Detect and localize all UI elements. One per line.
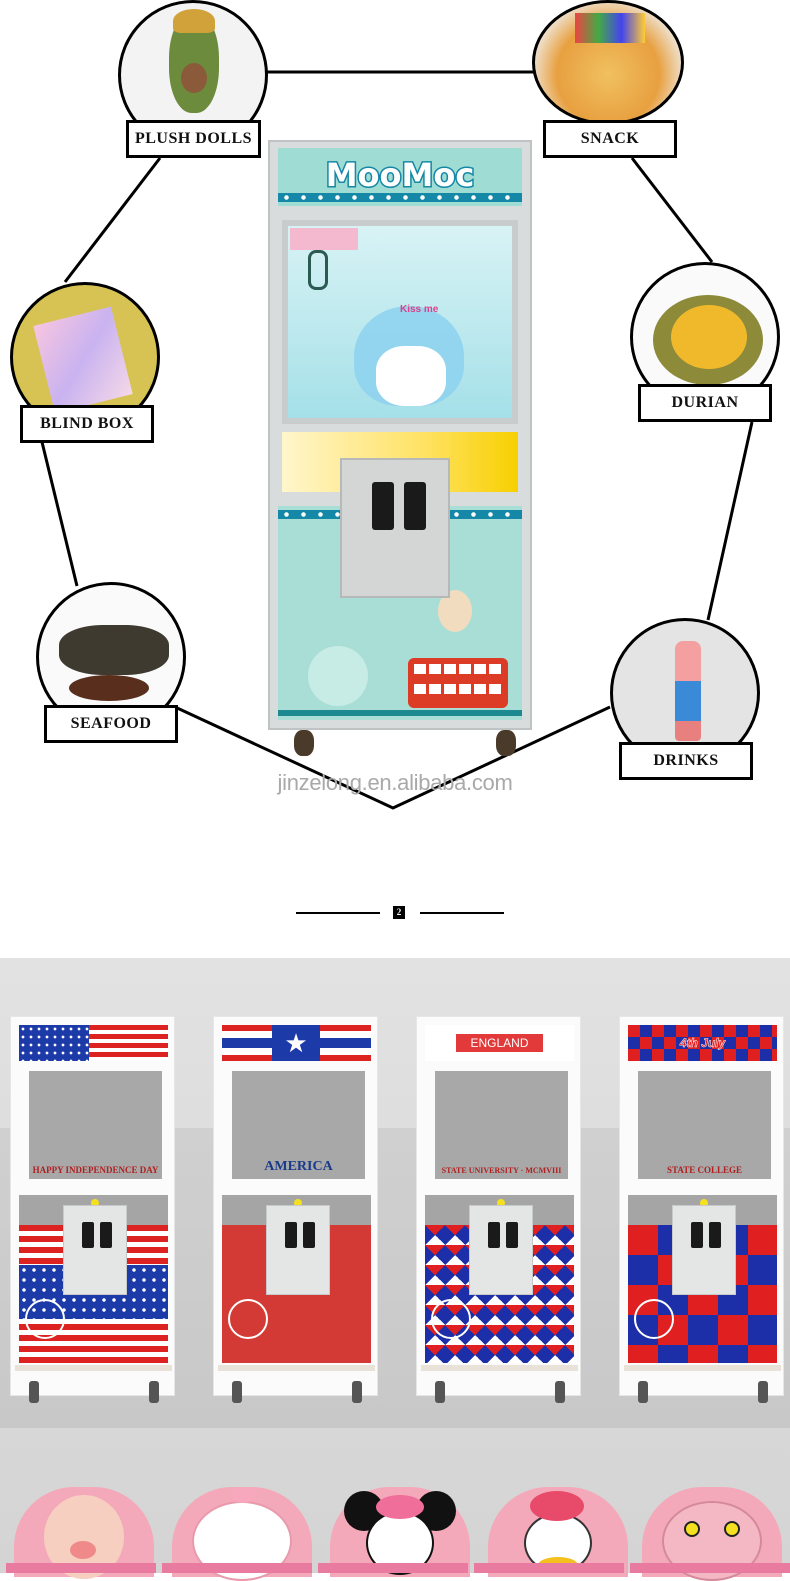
- window-text: AMERICA: [264, 1159, 333, 1174]
- bus-decal: [408, 658, 508, 708]
- window-text: STATE COLLEGE: [667, 1165, 742, 1175]
- category-label-snack: SNACK: [543, 120, 677, 158]
- window-text: STATE UNIVERSITY · MCMVIII: [441, 1166, 562, 1175]
- machine-header: MooMoc: [278, 148, 522, 206]
- caster-wheel: [496, 730, 516, 756]
- cabinet-england: ENGLAND STATE UNIVERSITY · MCMVIII: [416, 1016, 581, 1403]
- header-text: 4th July: [679, 1036, 726, 1051]
- category-label-plush-dolls: PLUSH DOLLS: [126, 120, 261, 158]
- category-label-durian: DURIAN: [638, 384, 772, 422]
- themes-panel: HAPPY INDEPENDENCE DAY ★ AMERICA ENGLAND…: [0, 958, 790, 1573]
- header-text: ENGLAND: [456, 1034, 543, 1052]
- coin-acceptor: [372, 482, 394, 530]
- caster-wheel: [294, 730, 314, 756]
- divider-line: [296, 912, 380, 914]
- brand-logo: MooMoc: [324, 155, 476, 196]
- cabinet-4th-july: 4th July STATE COLLEGE: [619, 1016, 784, 1403]
- window-text: HAPPY INDEPENDENCE DAY: [32, 1165, 159, 1175]
- category-label-drinks: DRINKS: [619, 742, 753, 780]
- coin-acceptor: [404, 482, 426, 530]
- window-sticker-text: Kiss me: [400, 304, 439, 315]
- page-number: 2: [393, 906, 405, 919]
- category-label-blind-box: BLIND BOX: [20, 405, 154, 443]
- divider-line: [420, 912, 504, 914]
- category-label-seafood: SEAFOOD: [44, 705, 178, 743]
- claw-window: Kiss me: [282, 220, 518, 424]
- watermark: jinzelong.en.alibaba.com: [277, 770, 513, 795]
- snack-image: [532, 0, 684, 125]
- coin-box: [340, 458, 450, 598]
- cabinet-independence-day: HAPPY INDEPENDENCE DAY: [10, 1016, 175, 1403]
- claw-machine: MooMoc Kiss me: [268, 140, 532, 756]
- cabinet-america: ★ AMERICA: [213, 1016, 378, 1403]
